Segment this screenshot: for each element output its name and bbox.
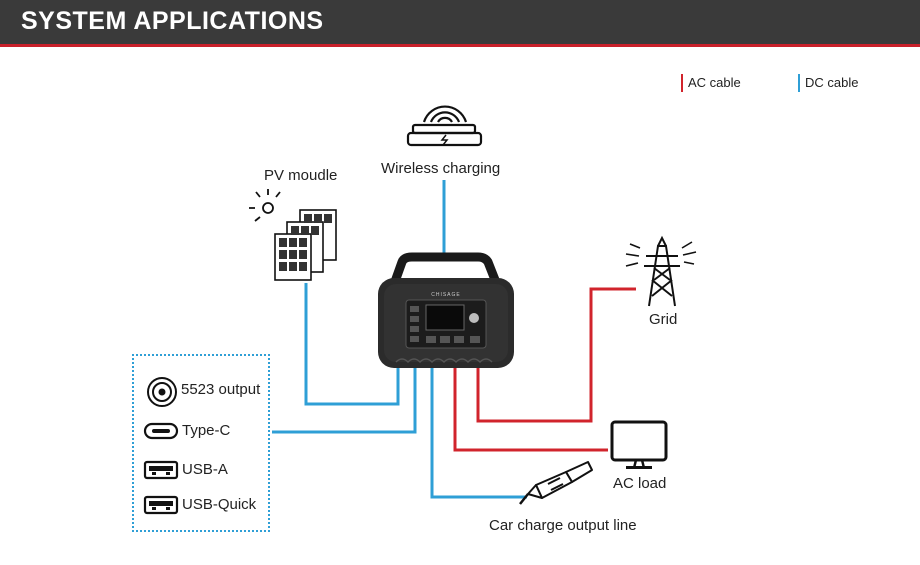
legend-ac-cable: AC cable <box>681 74 741 92</box>
wireless-charger-icon <box>406 105 483 147</box>
ac-cable-load <box>453 368 608 452</box>
dc-cable-car <box>430 368 527 499</box>
dc-cable-ports <box>272 368 417 434</box>
node-label-pv: PV moudle <box>264 167 338 184</box>
dc-cable-pv <box>304 283 400 406</box>
node-label-ac-load: AC load <box>613 475 667 492</box>
node-label-grid: Grid <box>649 311 678 328</box>
monitor-icon <box>610 420 668 469</box>
dc-barrel-icon <box>147 377 177 407</box>
dc-output-box: 5523 output Type-C USB-A USB-Quick <box>132 354 270 532</box>
pv-panel-icon <box>249 189 337 281</box>
legend-dc-cable: DC cable <box>798 74 858 92</box>
grid-tower-icon <box>625 235 697 307</box>
usb-c-icon <box>143 422 179 440</box>
port-label-usb-a: USB-A <box>182 461 228 478</box>
device-brand: CHISAGE <box>431 292 461 298</box>
port-label-type-c: Type-C <box>182 422 231 439</box>
ac-cable-grid <box>476 287 636 423</box>
power-station-icon <box>378 252 514 368</box>
node-label-car: Car charge output line <box>489 517 637 534</box>
usb-a-icon <box>143 460 179 480</box>
page-title: SYSTEM APPLICATIONS <box>21 7 324 35</box>
header-bar: SYSTEM APPLICATIONS <box>0 0 920 47</box>
port-label-5523: 5523 output <box>181 381 261 398</box>
node-label-wireless: Wireless charging <box>381 160 501 177</box>
port-label-usb-quick: USB-Quick <box>182 496 257 513</box>
car-charger-icon <box>519 461 593 505</box>
usb-quick-icon <box>143 495 179 515</box>
